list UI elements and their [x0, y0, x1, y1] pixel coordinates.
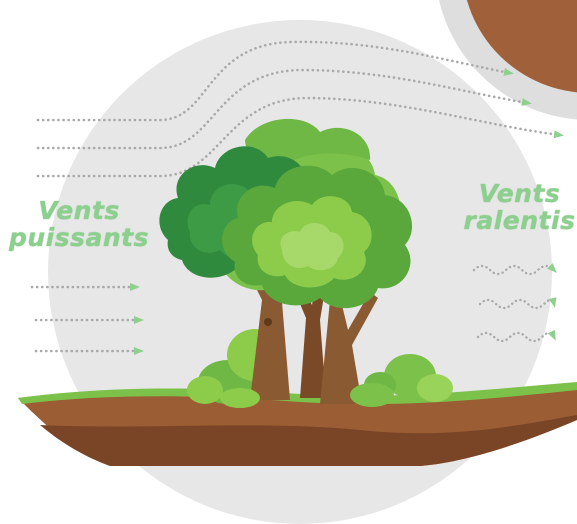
slowed-winds-label-line2: ralentis	[462, 207, 577, 234]
slowed-winds-label: Vents ralentis	[462, 180, 577, 234]
slowed-winds-label-line1: Vents	[462, 180, 577, 207]
ground	[18, 382, 577, 466]
strong-winds-label-line2: puissants	[4, 224, 154, 251]
strong-winds-label: Vents puissants	[4, 197, 154, 251]
strong-winds-label-line1: Vents	[4, 197, 154, 224]
